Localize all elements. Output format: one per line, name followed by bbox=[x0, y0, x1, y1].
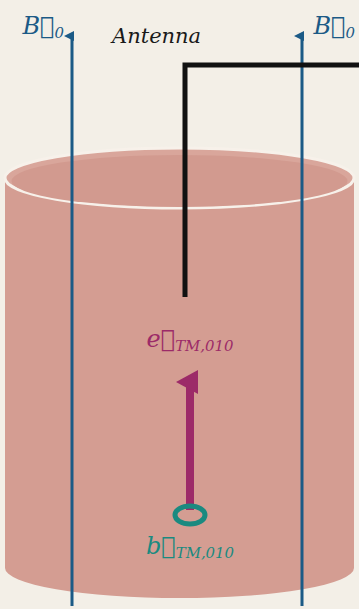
antenna-wire bbox=[185, 65, 359, 297]
e-field-label: e⃗TM,010 bbox=[147, 327, 234, 351]
antenna-label: Antenna bbox=[112, 26, 201, 47]
field-line bbox=[71, 36, 74, 606]
b-field-label: b⃗TM,010 bbox=[146, 534, 234, 558]
e-field-arrow bbox=[186, 382, 194, 510]
b-field-loop bbox=[175, 506, 205, 524]
cavity-top-inner bbox=[12, 155, 348, 207]
field-label: B⃗0 bbox=[22, 14, 64, 38]
field-line bbox=[301, 36, 304, 606]
field-label: B⃗0 bbox=[313, 14, 355, 38]
